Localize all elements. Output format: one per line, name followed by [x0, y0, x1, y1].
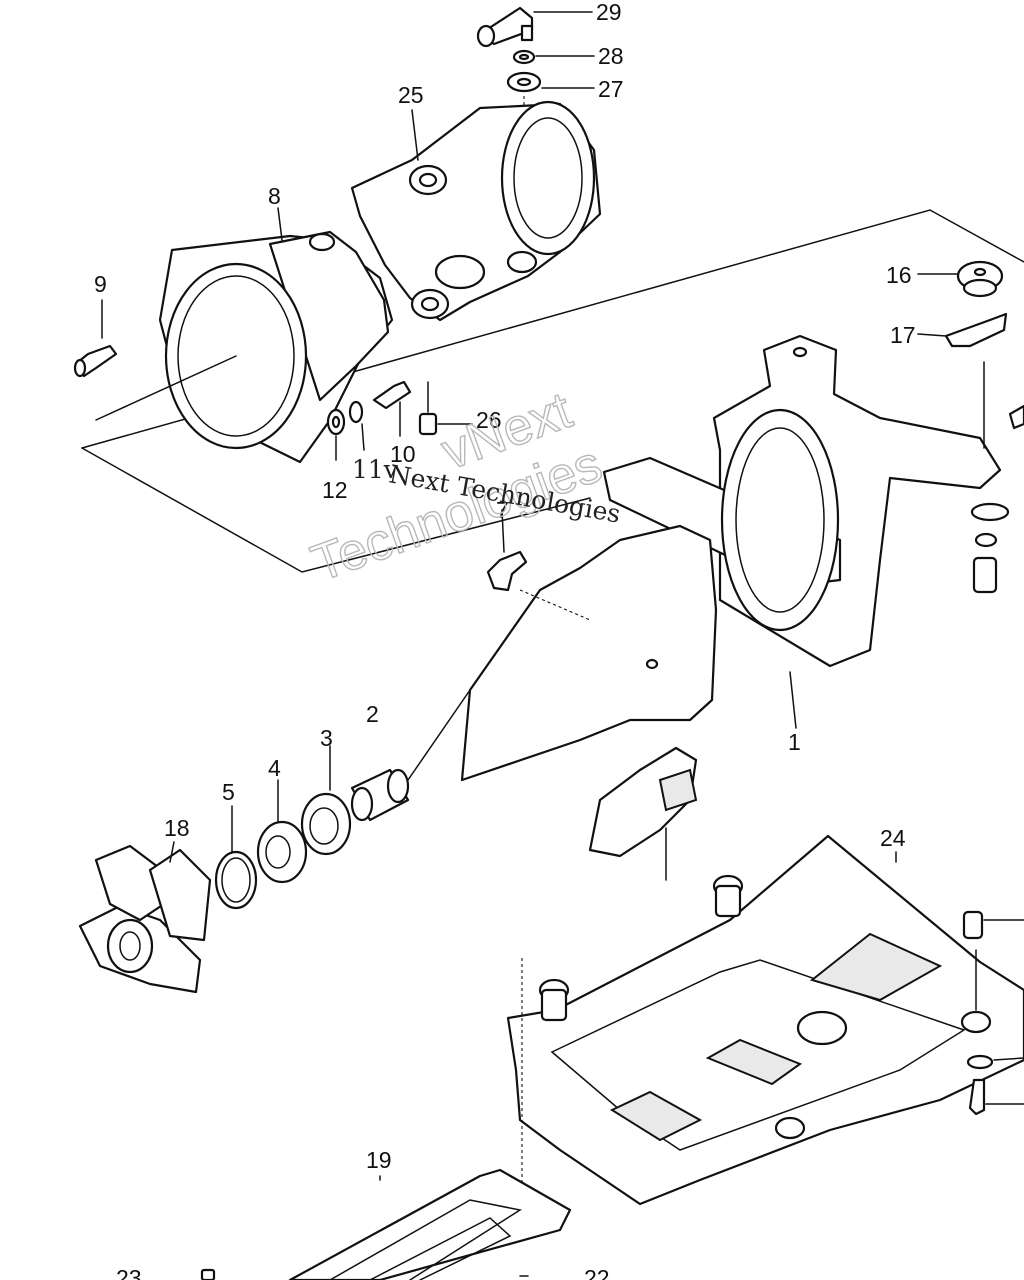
bottom-hardware — [200, 1268, 529, 1280]
part-3-bearing — [300, 745, 352, 856]
part-26-plug — [418, 381, 473, 436]
callout-23: 23 — [116, 1265, 142, 1280]
callout-1: 1 — [788, 729, 801, 755]
part-8-pump-cone — [95, 207, 394, 464]
callout-22: 22 — [584, 1265, 610, 1280]
part-24-ride-plate — [506, 834, 1024, 1206]
part-16-grommet — [917, 260, 1004, 298]
part-27-elbow-fitting — [476, 6, 593, 48]
axis-7 — [519, 589, 591, 621]
part-12-washer — [326, 408, 346, 461]
part-10-bolt — [372, 380, 412, 437]
part-4-bearing — [256, 779, 308, 884]
callout-5: 5 — [222, 779, 235, 805]
part-11-washer — [348, 400, 365, 451]
callout-9: 9 — [94, 271, 107, 297]
part-18-impeller — [78, 841, 212, 994]
callout-28: 28 — [598, 43, 624, 69]
part-28-washer — [512, 49, 595, 65]
ride-plate-hardware — [962, 910, 1024, 1116]
callout-18: 18 — [164, 815, 190, 841]
callout-17: 17 — [890, 322, 916, 348]
callout-12: 12 — [322, 477, 348, 503]
part-19-intake-grate — [288, 1168, 572, 1280]
callout-3: 3 — [320, 725, 333, 751]
part-7-elbow-fitting — [486, 509, 528, 592]
callout-24: 24 — [880, 825, 906, 851]
callout-29: 27 — [598, 76, 624, 102]
callout-16: 16 — [886, 262, 912, 288]
callout-labels: 29 28 27 25 8 9 16 17 26 10 12 7 2 3 1 4… — [94, 0, 916, 1280]
part-5-circlip — [214, 805, 258, 910]
part-25-nozzle-housing — [350, 100, 602, 322]
callout-10: 10 — [390, 441, 416, 467]
callout-2: 2 — [366, 701, 379, 727]
right-hardware-stack — [970, 404, 1024, 594]
callout-8: 8 — [268, 183, 281, 209]
boundary-plane — [81, 209, 1024, 573]
callout-26: 26 — [476, 407, 502, 433]
callout-7: 7 — [496, 497, 509, 523]
part-1-pump-housing — [460, 334, 1002, 858]
callout-25: 25 — [398, 82, 424, 108]
part-17-clip — [917, 312, 1008, 348]
callout-27: 29 — [596, 0, 622, 25]
callout-4: 4 — [268, 755, 281, 781]
part-2-sleeve — [350, 689, 471, 822]
callout-19: 19 — [366, 1147, 392, 1173]
part-9-bolt — [73, 299, 118, 378]
watermark-serif-prefix: 11v — [352, 455, 399, 484]
part-29-washer — [506, 71, 595, 93]
